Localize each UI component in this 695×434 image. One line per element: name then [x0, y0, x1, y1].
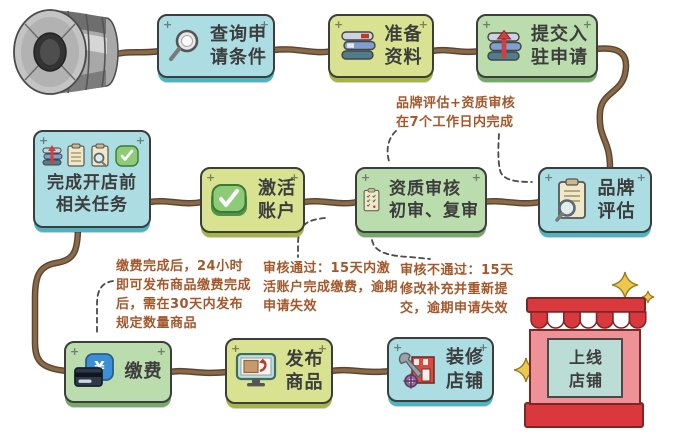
annotation-after-payment: 缴费完成后，24小时即可发布商品缴费完成后，需在30天内发布规定数量商品 [116, 259, 252, 331]
sparkle-icon [513, 271, 655, 383]
step-label: 查询申 请条件 [210, 23, 267, 68]
svg-text:¥: ¥ [94, 358, 105, 376]
mini-clipboard-icon [67, 143, 85, 167]
step-payment: ¥ 缴费 [64, 341, 172, 403]
step-label: 激活 账户 [258, 177, 296, 222]
steel-coil-icon [13, 9, 119, 95]
step-activate-account: 激活 账户 [200, 167, 305, 233]
task-mini-icons [42, 143, 139, 168]
store-building [524, 297, 647, 428]
tools-store-icon [398, 352, 435, 388]
payment-card-icon: ¥ [73, 353, 114, 387]
step-query-conditions: 查询申 请条件 [157, 14, 275, 78]
clipboard-magnifier-icon [554, 178, 586, 222]
step-qualification-review: 资质审核 初审、复审 [355, 167, 487, 233]
books-upload-icon [487, 30, 522, 61]
monitor-upload-icon [235, 353, 276, 387]
step-prepare-materials: 准备 资料 [328, 14, 434, 78]
annotation-dashed-links [96, 130, 533, 333]
step-pre-opening-tasks: 完成开店前 相关任务 [33, 130, 151, 228]
step-store-online: 上线 店铺 [568, 348, 603, 391]
step-label: 提交入 驻申请 [531, 23, 588, 68]
annotation-review-duration: 品牌评估+资质审核在7个工作日内完成 [396, 96, 516, 130]
storefront-illustration [513, 271, 655, 428]
annotation-review-passed: 审核通过：15天内激活账户完成缴费，逾期申请失效 [263, 261, 399, 314]
clipboard-check-icon [363, 188, 380, 212]
step-submit-application: 提交入 驻申请 [476, 14, 598, 78]
check-button-icon [211, 184, 247, 216]
step-label: 准备 资料 [384, 23, 423, 68]
step-decorate-store: 装修 店铺 [387, 337, 494, 402]
mini-check-button-icon [115, 145, 139, 167]
step-label: 品牌 评估 [597, 177, 636, 222]
step-label: 资质审核 初审、复审 [389, 178, 479, 221]
step-label: 缴费 [124, 361, 163, 383]
step-label: 装修 店铺 [446, 347, 484, 392]
mini-books-upload-icon [42, 144, 63, 166]
step-publish-products: 发布 商品 [225, 338, 333, 404]
magnifier-icon [168, 29, 199, 62]
step-label: 发布 商品 [285, 348, 324, 393]
books-icon [340, 31, 376, 60]
step-brand-evaluation: 品牌 评估 [538, 167, 652, 233]
annotation-review-failed: 审核不通过：15天修改补充并重新提交，逾期申请失效 [400, 263, 514, 316]
mini-clipboard-magnifier-icon [91, 143, 109, 168]
step-label: 完成开店前 相关任务 [47, 172, 137, 215]
